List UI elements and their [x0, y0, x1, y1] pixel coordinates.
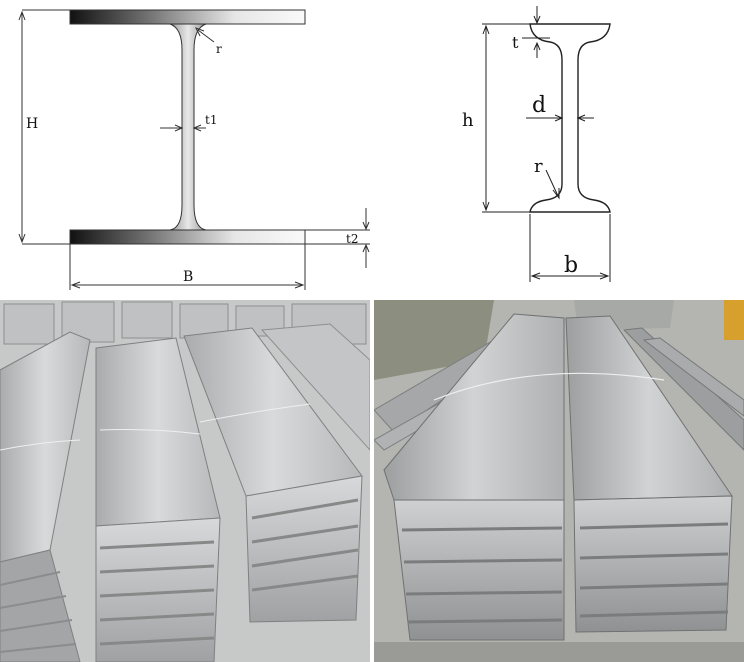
beam-stack-right	[565, 315, 733, 633]
web-thickness-label-t1: t1	[205, 113, 217, 127]
i-beam-profile	[529, 23, 611, 213]
h-beam-cross-section-diagram: H B r t1	[0, 0, 372, 300]
flange-thickness-label-t2: t2	[346, 232, 358, 246]
flange-thickness-dimension	[522, 6, 550, 58]
i-beam-cross-section-diagram: h t d r b	[372, 0, 744, 300]
web-thickness-dimension	[526, 114, 594, 122]
stacked-steel-beams-photo-right	[374, 300, 744, 662]
root-radius-leader	[545, 169, 560, 200]
beam-stack-3	[183, 327, 363, 623]
h-beam-profile	[69, 9, 306, 245]
width-label-b: b	[564, 253, 578, 278]
stacked-steel-beams-photo-left	[0, 300, 370, 662]
flange-thickness-dimension	[305, 208, 370, 268]
width-dimension	[529, 214, 611, 282]
flange-thickness-label-t: t	[512, 33, 519, 52]
width-dimension	[69, 244, 306, 290]
root-radius-leader	[194, 27, 215, 43]
height-label-H: H	[26, 116, 38, 132]
height-label-h: h	[462, 110, 474, 131]
radius-label-r: r	[216, 42, 222, 56]
web-thickness-dimension	[160, 124, 206, 132]
beam-stack-left	[383, 313, 565, 641]
height-dimension	[482, 23, 530, 213]
beam-stack-2	[95, 337, 221, 662]
web-thickness-label-d: d	[532, 93, 546, 118]
beam-stack-1	[0, 331, 91, 662]
radius-label-r: r	[534, 156, 543, 177]
width-label-B: B	[183, 269, 193, 285]
height-dimension	[18, 9, 70, 245]
